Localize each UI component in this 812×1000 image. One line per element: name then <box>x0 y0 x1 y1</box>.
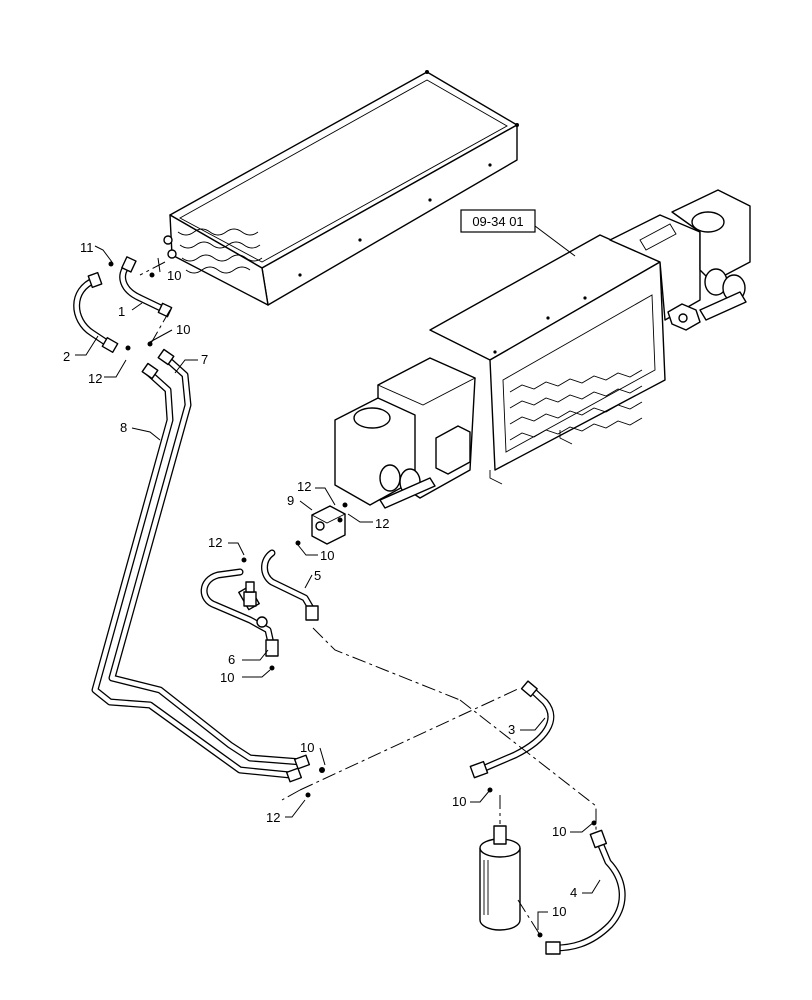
callout-5[interactable]: 5 <box>314 568 321 583</box>
pressure-switch <box>243 581 257 607</box>
callout-2[interactable]: 2 <box>63 349 70 364</box>
hvac-housing <box>334 189 751 509</box>
callout-10[interactable]: 10 <box>167 268 181 283</box>
centerlines <box>139 261 597 936</box>
callout-6[interactable]: 6 <box>228 652 235 667</box>
hose-4 <box>545 829 626 955</box>
callout-10[interactable]: 10 <box>552 824 566 839</box>
callout-11[interactable]: 12 <box>88 371 102 386</box>
tube-6 <box>200 568 279 657</box>
tube-7 <box>108 348 311 783</box>
callout-10[interactable]: 10 <box>552 904 566 919</box>
callout-12[interactable]: 12 <box>266 810 280 825</box>
callout-leaders <box>75 245 601 930</box>
tube-5 <box>261 549 319 621</box>
evaporator-core <box>163 70 519 306</box>
callout-11[interactable]: 11 <box>80 240 94 255</box>
expansion-valve <box>311 505 346 545</box>
callout-labels: 11 10 1 10 2 12 7 8 12 9 12 12 10 5 6 10… <box>63 240 577 919</box>
callout-12[interactable]: 12 <box>297 479 311 494</box>
callout-10[interactable]: 10 <box>220 670 234 685</box>
callout-7[interactable]: 7 <box>201 352 208 367</box>
hose-3 <box>469 680 555 779</box>
callout-12[interactable]: 12 <box>208 535 222 550</box>
callout-9[interactable]: 9 <box>287 493 294 508</box>
callout-3[interactable]: 3 <box>508 722 515 737</box>
callout-1[interactable]: 1 <box>118 304 125 319</box>
callout-10[interactable]: 10 <box>320 548 334 563</box>
tube-8 <box>91 368 294 779</box>
callout-10[interactable]: 10 <box>300 740 314 755</box>
reference-box[interactable] <box>460 209 536 233</box>
receiver-drier <box>479 825 521 931</box>
hose-1 <box>119 256 173 318</box>
callout-8[interactable]: 8 <box>120 420 127 435</box>
callout-11[interactable]: 12 <box>375 516 389 531</box>
callout-10[interactable]: 10 <box>176 322 190 337</box>
callout-4[interactable]: 4 <box>570 885 577 900</box>
reference-label: 09-34 01 <box>472 214 523 229</box>
callout-10[interactable]: 10 <box>452 794 466 809</box>
hose-2 <box>73 271 119 354</box>
